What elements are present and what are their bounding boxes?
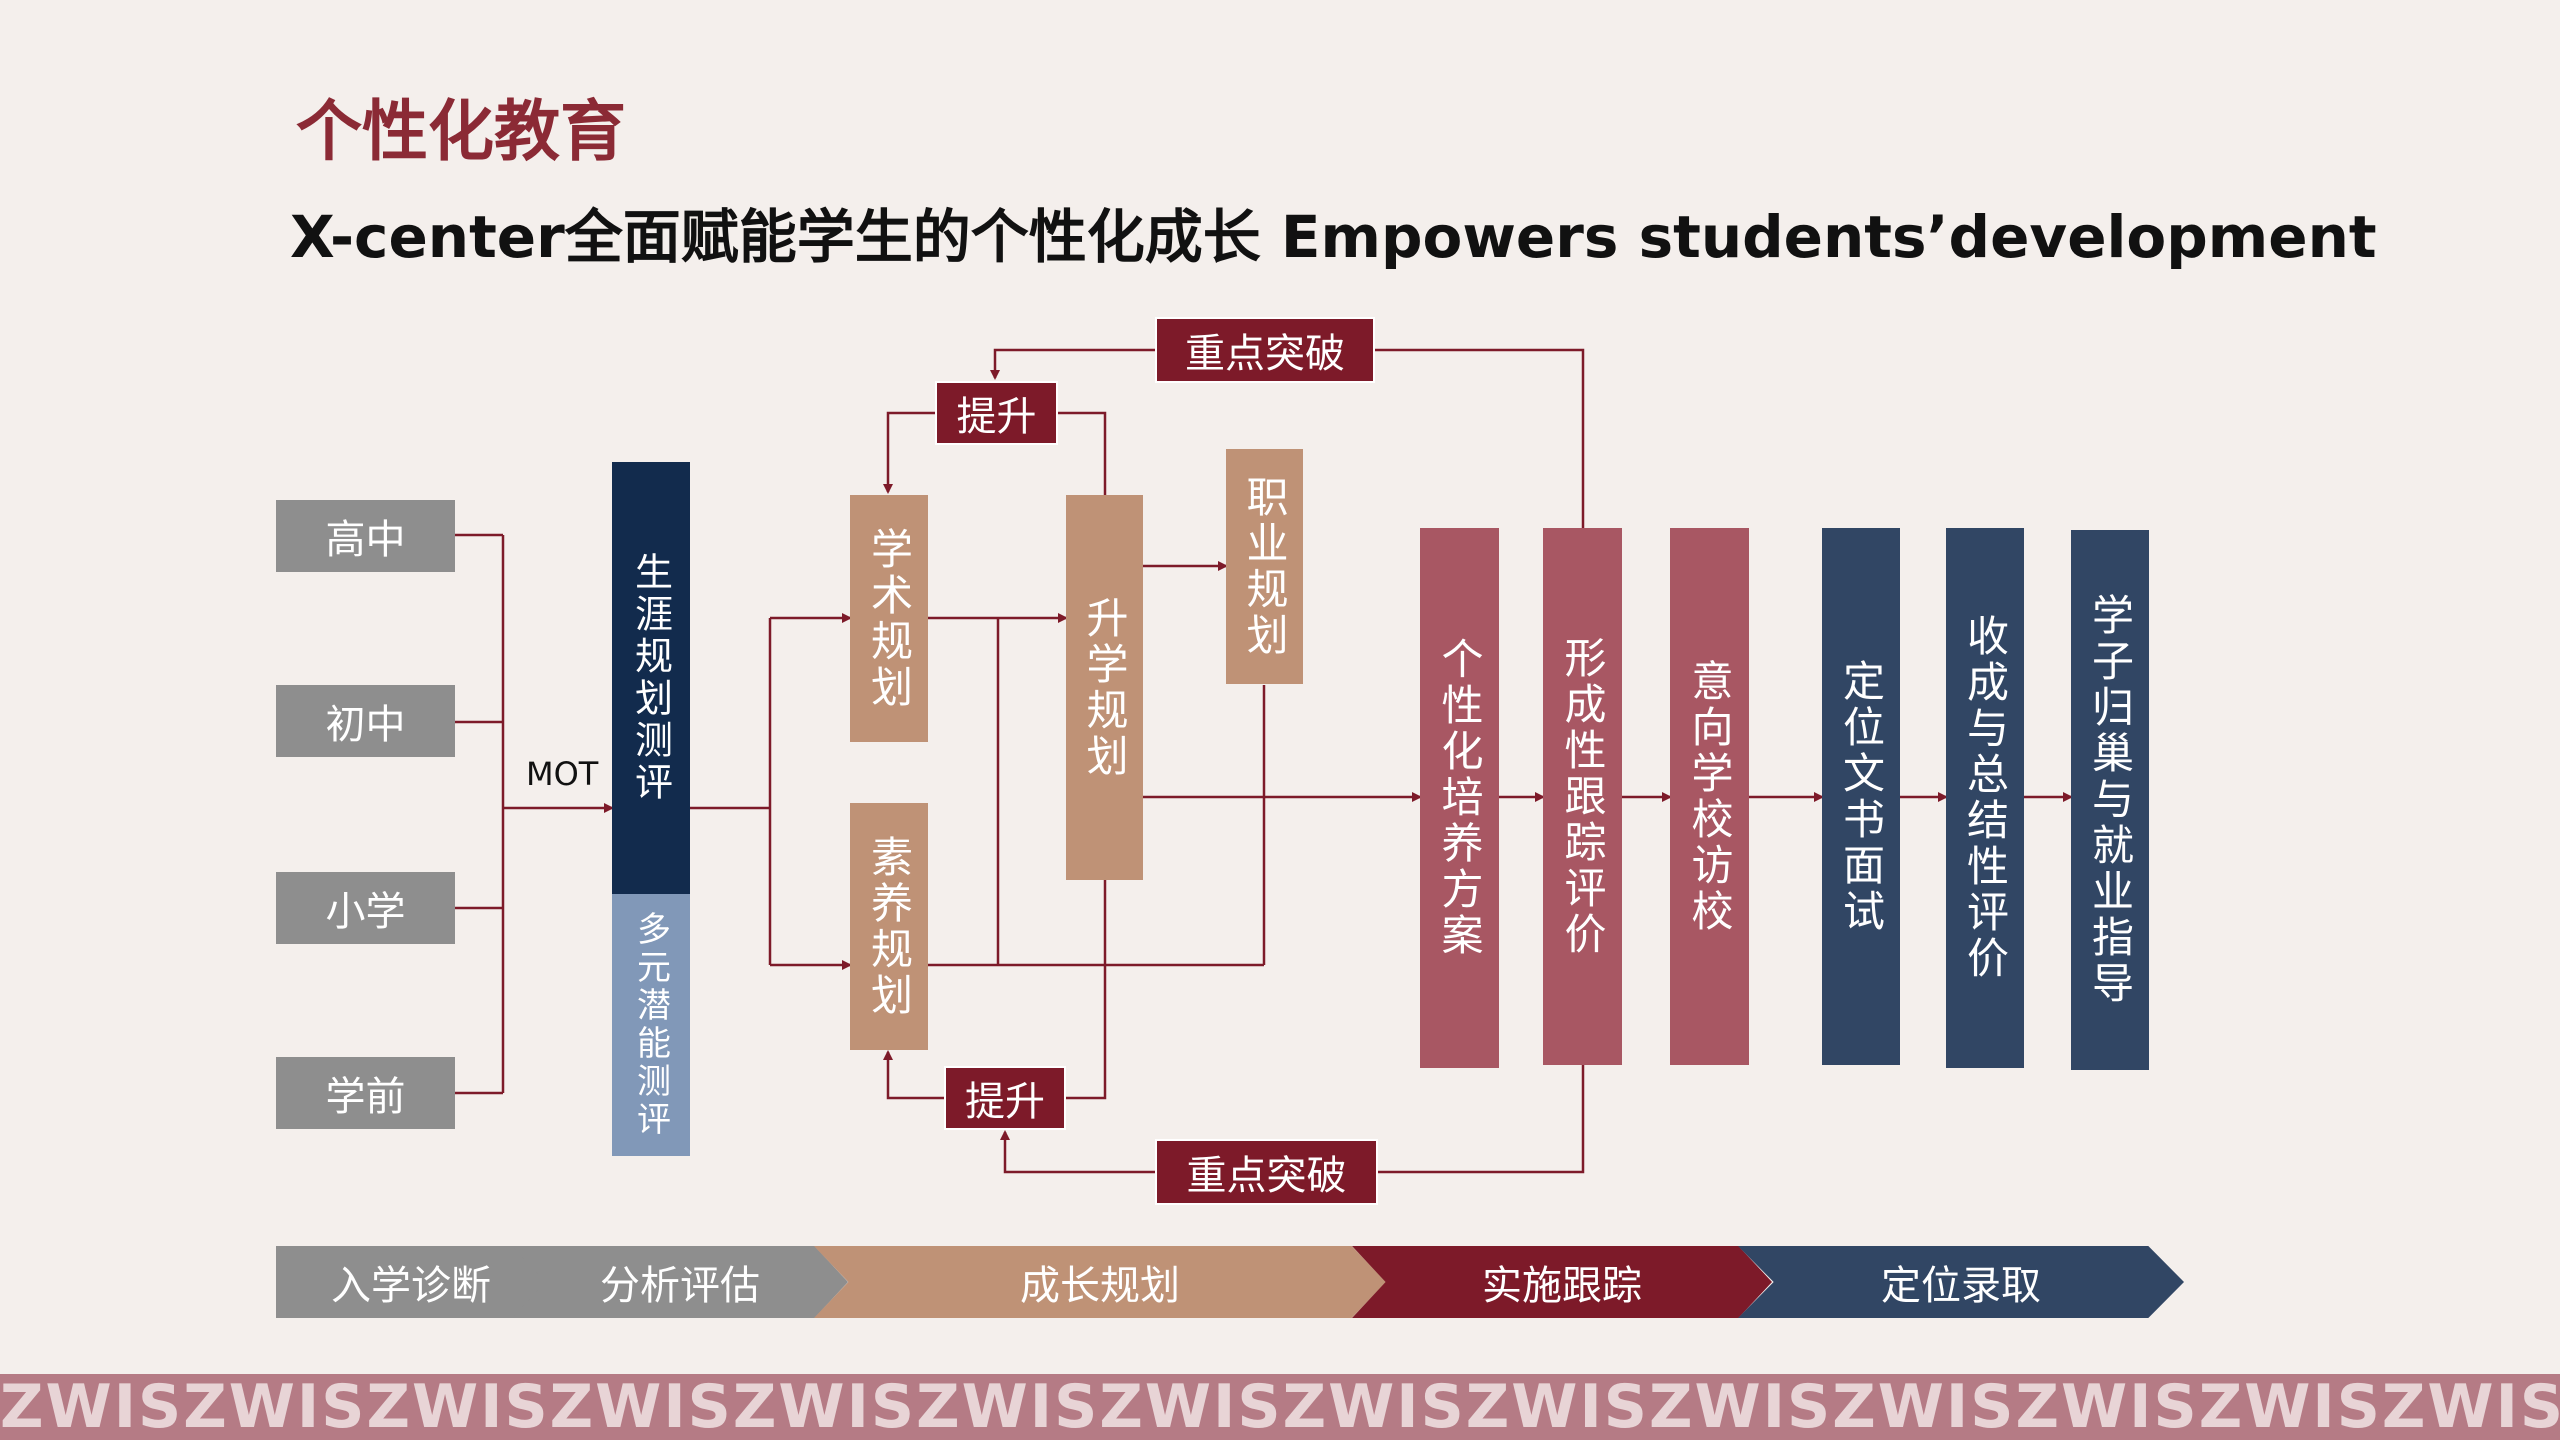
stage-primary-school: 小学 — [276, 872, 455, 944]
school-visit-box: 意向学校访校 — [1670, 528, 1749, 1065]
stage-high-school: 高中 — [276, 500, 455, 572]
career-guidance-box: 学子归巢与就业指导 — [2071, 530, 2149, 1070]
process-step-admission: 定位录取 — [1738, 1246, 2184, 1318]
process-step-planning: 成长规划 — [814, 1246, 1386, 1318]
breakthrough-tag-top: 重点突破 — [1155, 317, 1375, 383]
process-step-tracking: 实施跟踪 — [1352, 1246, 1772, 1318]
stage-preschool: 学前 — [276, 1057, 455, 1129]
process-step-diagnosis: 入学诊断 — [276, 1246, 546, 1318]
formative-tracking-box: 形成性跟踪评价 — [1543, 528, 1622, 1065]
page-title: 个性化教育 — [296, 93, 626, 170]
summary-evaluation-box: 收成与总结性评价 — [1946, 528, 2024, 1068]
process-step-analysis: 分析评估 — [512, 1246, 848, 1318]
potential-assessment-box: 多元潜能测评 — [612, 894, 690, 1156]
literacy-planning-box: 素养规划 — [850, 803, 928, 1050]
document-interview-box: 定位文书面试 — [1822, 528, 1900, 1065]
personalized-plan-box: 个性化培养方案 — [1420, 528, 1499, 1068]
boost-tag-top: 提升 — [935, 381, 1058, 445]
watermark-strip: ZWISZWISZWISZWISZWISZWISZWISZWISZWISZWIS… — [0, 1374, 2560, 1440]
mot-label: MOT — [526, 755, 599, 793]
page-subtitle: X-center全面赋能学生的个性化成长 Empowers students’d… — [290, 203, 2377, 271]
academic-planning-box: 学术规划 — [850, 495, 928, 742]
boost-tag-bottom: 提升 — [944, 1066, 1066, 1130]
vocation-planning-box: 职业规划 — [1226, 449, 1303, 684]
stage-middle-school: 初中 — [276, 685, 455, 757]
breakthrough-tag-bottom: 重点突破 — [1155, 1139, 1378, 1205]
career-assessment-box: 生涯规划测评 — [612, 462, 690, 894]
admission-planning-box: 升学规划 — [1066, 495, 1143, 880]
